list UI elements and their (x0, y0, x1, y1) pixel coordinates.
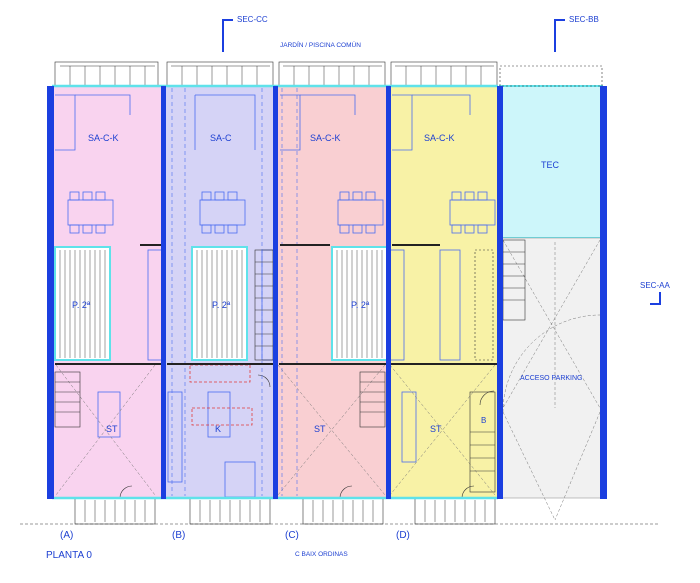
top-terraces (54, 61, 603, 87)
section-cc-label: SEC-CC (237, 15, 268, 24)
unit-d-fill (389, 86, 499, 498)
unit-a-lower: ST (106, 424, 118, 434)
unit-c-letter: (C) (285, 530, 299, 541)
top-label: JARDÍN / PISCINA COMÚN (280, 40, 361, 49)
unit-a-letter: (A) (60, 530, 73, 541)
cross-walls (55, 244, 497, 365)
section-bb-label: SEC-BB (569, 15, 599, 24)
section-aa-label: SEC-AA (640, 281, 670, 290)
unit-b-living: SA-C (210, 133, 232, 143)
unit-b-centerlines (171, 88, 298, 496)
door-swings (119, 374, 495, 499)
unit-a-living: SA-C-K (88, 133, 119, 143)
unit-a-patio: P. 2ª (72, 300, 91, 310)
tec-label: TEC (541, 160, 560, 170)
unit-b-lower: K (215, 424, 221, 434)
unit-d-living: SA-C-K (424, 133, 455, 143)
bottom-entries (20, 497, 660, 525)
storage-label: B (481, 416, 486, 425)
unit-d-lower: ST (430, 424, 442, 434)
unit-b-letter: (B) (172, 530, 185, 541)
plan-title: PLANTA 0 (46, 550, 92, 561)
patio-hatching (54, 246, 388, 361)
unit-d-letter: (D) (396, 530, 410, 541)
unit-c-patio: P. 2ª (351, 300, 370, 310)
party-walls (47, 86, 607, 499)
bottom-step-ticks (84, 500, 486, 522)
top-railing-ticks (69, 66, 482, 86)
unit-b-patio: P. 2ª (212, 300, 231, 310)
stairs (54, 239, 526, 493)
parking-area (499, 237, 603, 499)
bottom-label: C BAIX ORDINAS (295, 551, 348, 558)
parking-label: ACCESO PARKING (520, 375, 583, 382)
section-markers (222, 19, 661, 305)
diagonal-lines (55, 239, 601, 521)
unit-c-living: SA-C-K (310, 133, 341, 143)
unit-c-lower: ST (314, 424, 326, 434)
